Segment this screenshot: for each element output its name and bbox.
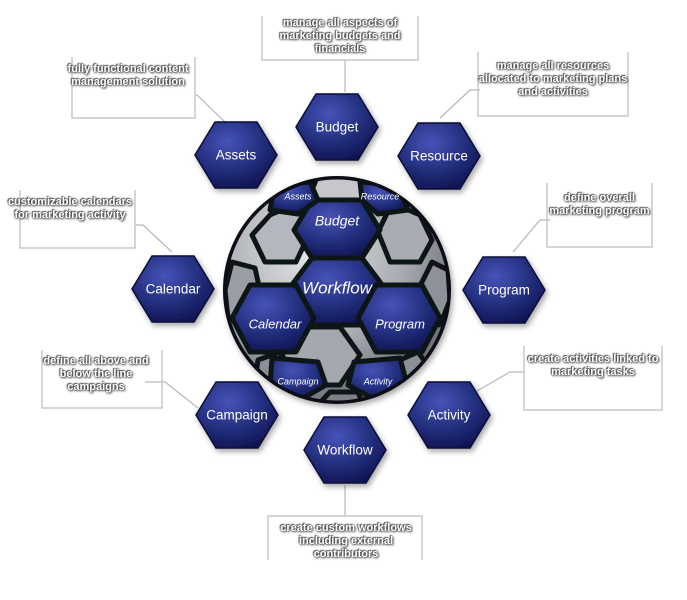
center-calendar-label: Calendar bbox=[249, 316, 302, 331]
connector-activity bbox=[469, 371, 525, 396]
note-budget: manage all aspects of marketing budgets … bbox=[279, 17, 401, 55]
node-activity-label: Activity bbox=[428, 408, 471, 423]
node-budget[interactable]: Budget bbox=[295, 93, 379, 161]
outer-nodes: Budget Resource Program Activity Workflo… bbox=[131, 93, 546, 484]
node-resource[interactable]: Resource bbox=[397, 122, 481, 190]
node-calendar[interactable]: Calendar bbox=[131, 255, 215, 323]
note-frame-budget bbox=[261, 16, 419, 61]
node-campaign-label: Campaign bbox=[206, 408, 268, 423]
note-frame-workflow bbox=[267, 515, 423, 560]
connector-calendar bbox=[135, 224, 173, 253]
center-sphere bbox=[223, 176, 451, 404]
center-program-label: Program bbox=[375, 316, 425, 331]
node-budget-label: Budget bbox=[316, 120, 359, 135]
center-workflow-label: Workflow bbox=[302, 278, 374, 297]
node-program[interactable]: Program bbox=[462, 256, 546, 324]
node-assets[interactable]: Assets bbox=[194, 121, 278, 189]
center-activity-label: Activity bbox=[363, 376, 393, 386]
center-budget-label: Budget bbox=[315, 213, 360, 229]
node-workflow-label: Workflow bbox=[317, 443, 373, 458]
note-frames bbox=[19, 16, 663, 560]
note-frame-campaign bbox=[41, 350, 163, 409]
note-frame-program bbox=[546, 183, 653, 248]
connector-assets bbox=[195, 94, 226, 123]
node-activity[interactable]: Activity bbox=[407, 381, 491, 449]
node-program-label: Program bbox=[478, 283, 530, 298]
note-frame-assets bbox=[71, 57, 196, 119]
node-calendar-label: Calendar bbox=[146, 282, 201, 297]
note-resource: manage all resources allocated to market… bbox=[478, 60, 628, 98]
center-campaign-label: Campaign bbox=[277, 376, 318, 386]
connector-campaign bbox=[145, 381, 199, 409]
node-assets-label: Assets bbox=[216, 148, 257, 163]
center-assets-label: Assets bbox=[283, 191, 312, 201]
node-workflow[interactable]: Workflow bbox=[303, 416, 387, 484]
note-frame-resource bbox=[477, 52, 629, 117]
note-campaign: define all above and below the line camp… bbox=[43, 355, 149, 393]
node-resource-label: Resource bbox=[410, 149, 468, 164]
center-resource-label: Resource bbox=[361, 191, 400, 201]
connector-program bbox=[512, 219, 550, 253]
note-frame-activity bbox=[523, 346, 663, 411]
connectors bbox=[135, 60, 550, 515]
connector-resource bbox=[439, 89, 480, 119]
note-frame-calendar bbox=[19, 190, 136, 249]
note-activity: create activities linked to marketing ta… bbox=[527, 353, 659, 378]
note-assets: fully functional content management solu… bbox=[67, 63, 189, 88]
node-campaign[interactable]: Campaign bbox=[195, 381, 279, 449]
note-program: define overall marketing program bbox=[549, 192, 650, 217]
note-calendar: customizable calendars for marketing act… bbox=[7, 196, 133, 221]
note-workflow: create custom workflows including extern… bbox=[280, 522, 412, 560]
